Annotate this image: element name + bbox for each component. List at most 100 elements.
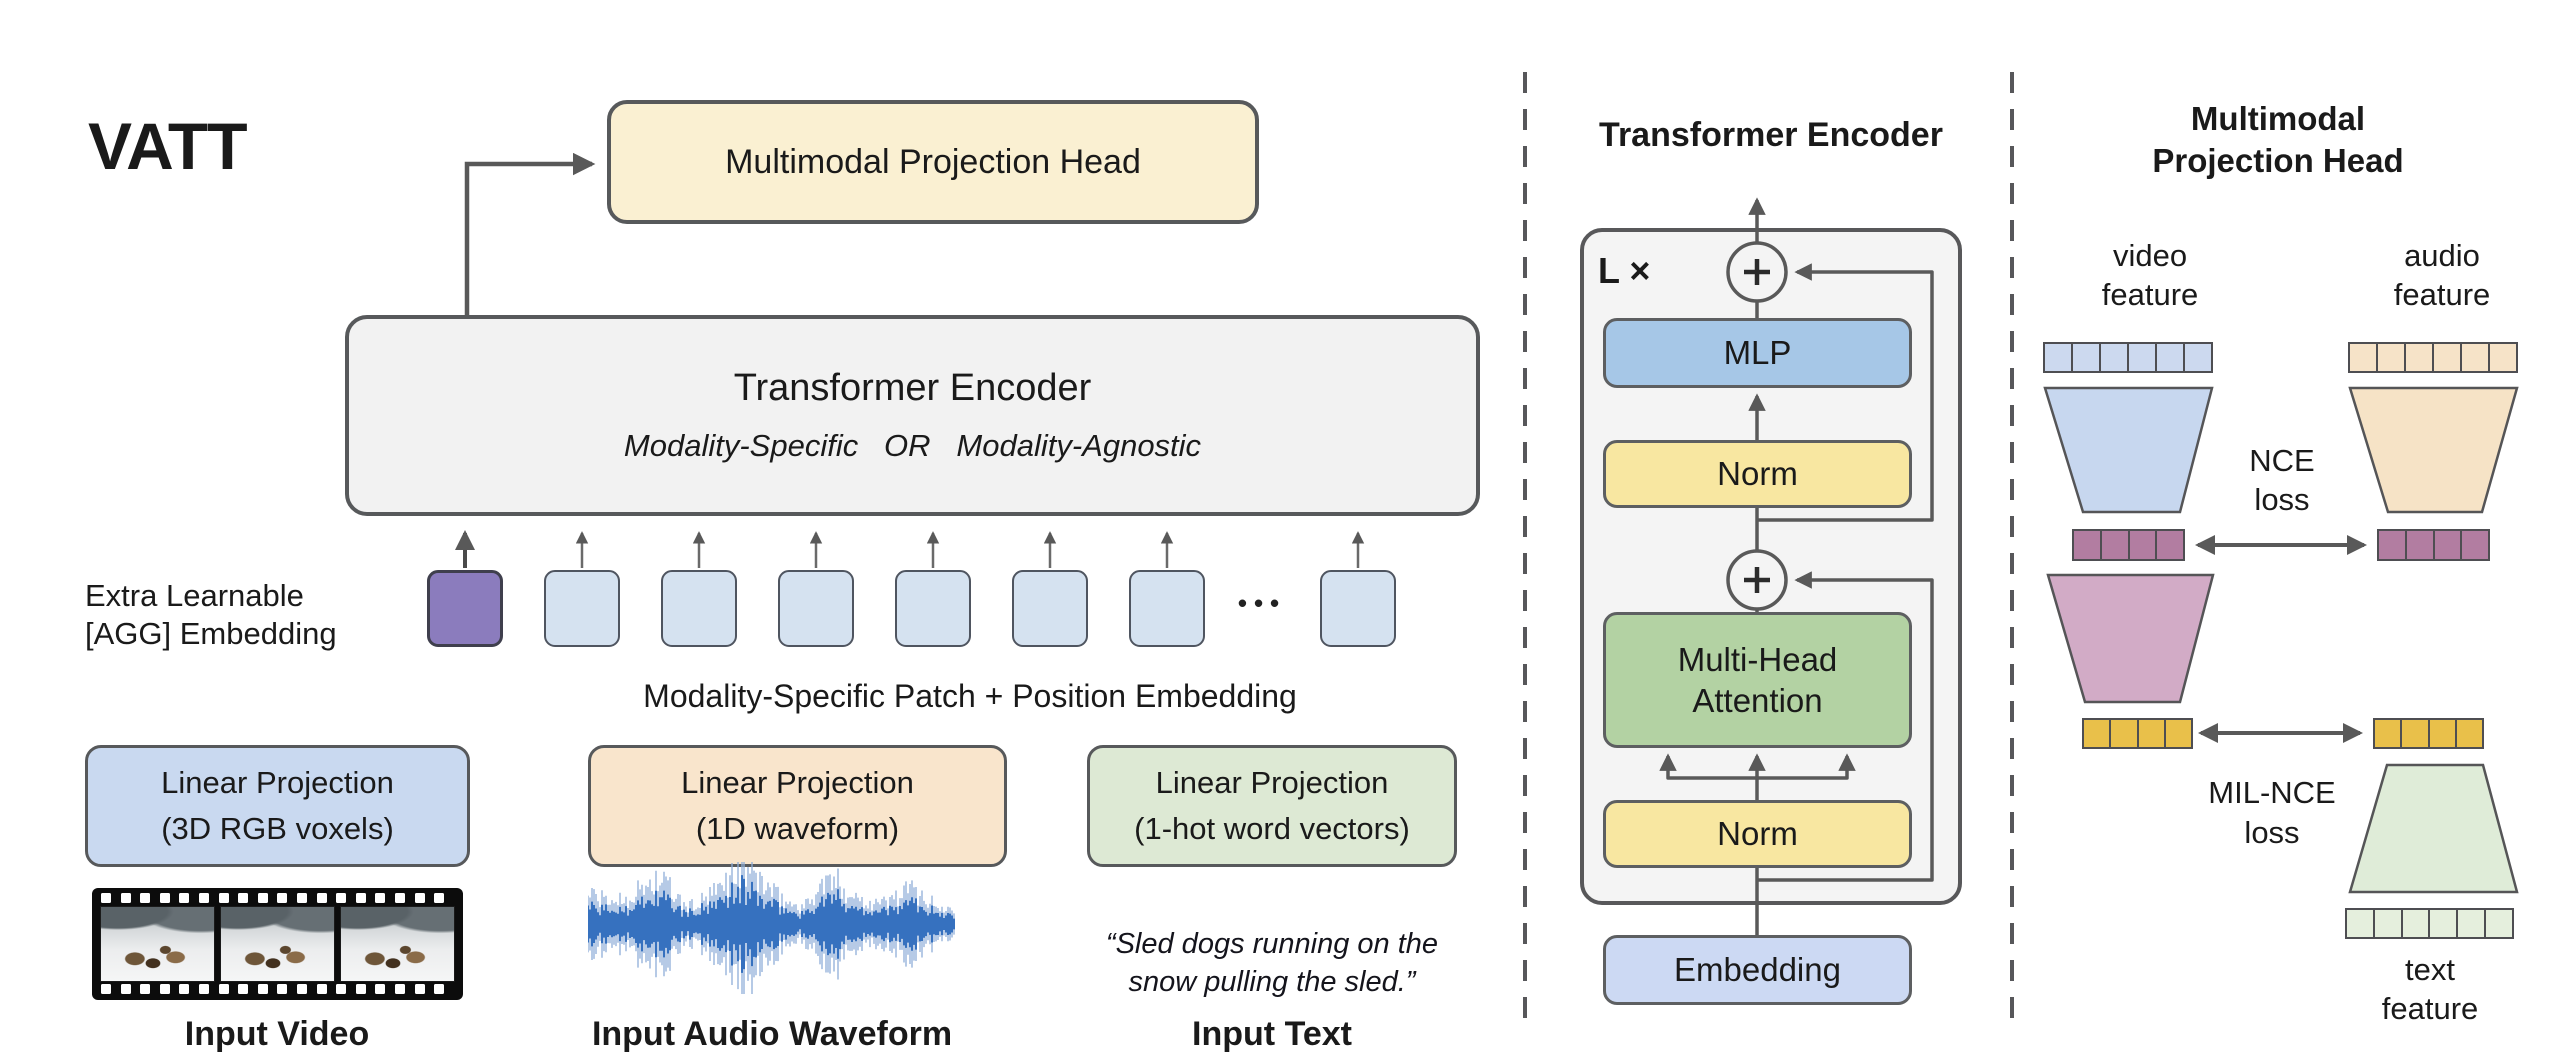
feature-cell bbox=[2462, 344, 2490, 371]
video-frame bbox=[100, 906, 215, 982]
feature-cell bbox=[2462, 531, 2488, 559]
middle-panel-title: Transformer Encoder bbox=[1599, 116, 1943, 154]
sprocket-hole bbox=[336, 984, 347, 994]
sprocket-hole bbox=[395, 893, 405, 903]
feature-cell bbox=[2379, 531, 2407, 559]
transformer-encoder-box: Transformer Encoder Modality-Specific OR… bbox=[345, 315, 1480, 516]
input-text-label: Input Text bbox=[1192, 1015, 1352, 1053]
feature-cell bbox=[2074, 531, 2102, 559]
feature-cell bbox=[2073, 344, 2101, 371]
sprocket-hole bbox=[316, 893, 327, 903]
patch-token bbox=[1129, 570, 1205, 647]
nce-loss-label-line1: NCE bbox=[2249, 443, 2315, 478]
feature-cell bbox=[2084, 720, 2112, 747]
sprocket-hole bbox=[179, 893, 190, 903]
lp-audio-line1: Linear Projection bbox=[681, 764, 914, 800]
lp-text-line2: (1-hot word vectors) bbox=[1134, 811, 1410, 846]
multimodal-projection-head-label: Multimodal Projection Head bbox=[725, 142, 1141, 181]
video-common-projection-trapezoid bbox=[2046, 573, 2215, 704]
patch-token bbox=[895, 570, 971, 647]
feature-cell bbox=[2111, 720, 2139, 747]
transformer-encoder-title: Transformer Encoder bbox=[733, 367, 1092, 409]
sprocket-hole bbox=[179, 984, 190, 994]
sprocket-hole bbox=[375, 984, 386, 994]
audio-common-strip bbox=[2377, 529, 2490, 561]
sprocket-hole bbox=[257, 984, 268, 994]
text-common-strip bbox=[2373, 718, 2484, 749]
feature-cell bbox=[2130, 531, 2158, 559]
video-frame bbox=[340, 906, 455, 982]
feature-cell bbox=[2435, 531, 2463, 559]
sprocket-hole bbox=[218, 984, 229, 994]
sprocket-hole bbox=[355, 893, 366, 903]
feature-cell bbox=[2406, 344, 2434, 371]
sprocket-hole bbox=[140, 893, 151, 903]
norm-lower-box: Norm bbox=[1603, 800, 1912, 868]
mlp-box: MLP bbox=[1603, 318, 1912, 388]
audio-projection-trapezoid bbox=[2348, 386, 2519, 514]
feature-cell bbox=[2157, 531, 2183, 559]
sprocket-hole bbox=[199, 893, 209, 903]
lp-video-line2: (3D RGB voxels) bbox=[161, 811, 394, 846]
video-feature-label-line2: feature bbox=[2101, 277, 2199, 312]
sprocket-hole bbox=[101, 893, 111, 903]
patch-token bbox=[544, 570, 620, 647]
mha-label-line2: Attention bbox=[1692, 682, 1823, 719]
embedding-label: Embedding bbox=[1674, 951, 1841, 988]
sprocket-hole bbox=[101, 984, 111, 994]
sprocket-hole bbox=[316, 984, 327, 994]
milnce-loss-label-line1: MIL-NCE bbox=[2208, 775, 2336, 810]
sprocket-hole bbox=[297, 984, 307, 994]
video-feature-strip bbox=[2043, 342, 2213, 373]
feature-cell bbox=[2407, 531, 2435, 559]
mha-label-line1: Multi-Head bbox=[1677, 640, 1838, 678]
linear-projection-audio-box: Linear Projection (1D waveform) bbox=[588, 745, 1007, 867]
sprocket-hole bbox=[277, 893, 288, 903]
linear-projection-video-box: Linear Projection (3D RGB voxels) bbox=[85, 745, 470, 867]
agg-embedding-label-line1: Extra Learnable bbox=[85, 578, 304, 613]
feature-cell bbox=[2045, 344, 2073, 371]
feature-cell bbox=[2129, 344, 2157, 371]
sprocket-hole bbox=[218, 893, 229, 903]
feature-cell bbox=[2350, 344, 2378, 371]
feature-cell bbox=[2458, 910, 2487, 937]
sprocket-hole bbox=[277, 984, 288, 994]
sprocket-hole bbox=[140, 984, 151, 994]
feature-cell bbox=[2185, 344, 2211, 371]
patch-token bbox=[1320, 570, 1396, 647]
video-projection-trapezoid bbox=[2043, 386, 2214, 514]
patch-position-embedding-label: Modality-Specific Patch + Position Embed… bbox=[643, 678, 1297, 714]
sprocket-hole bbox=[414, 984, 425, 994]
feature-cell bbox=[2375, 720, 2403, 747]
patch-token bbox=[778, 570, 854, 647]
feature-cell bbox=[2101, 344, 2129, 371]
text-feature-label-line1: text bbox=[2405, 952, 2455, 987]
sprocket-hole bbox=[238, 893, 249, 903]
input-text-quote-line2: snow pulling the sled.” bbox=[1128, 966, 1416, 998]
feature-cell bbox=[2490, 344, 2516, 371]
sprocket-hole bbox=[434, 893, 445, 903]
input-text-quote-line1: “Sled dogs running on the bbox=[1105, 928, 1439, 960]
norm-upper-box: Norm bbox=[1603, 440, 1912, 508]
feature-cell bbox=[2430, 910, 2459, 937]
embedding-box: Embedding bbox=[1603, 935, 1912, 1005]
audio-feature-strip bbox=[2348, 342, 2518, 373]
agg-embedding-label-line2: [AGG] Embedding bbox=[85, 616, 337, 651]
sprocket-hole bbox=[159, 893, 170, 903]
feature-cell bbox=[2102, 531, 2130, 559]
transformer-encoder-subtitle: Modality-Specific OR Modality-Agnostic bbox=[623, 428, 1202, 463]
linear-projection-text-box: Linear Projection (1-hot word vectors) bbox=[1087, 745, 1457, 867]
video-common-strip bbox=[2072, 529, 2185, 561]
multimodal-projection-head-box: Multimodal Projection Head bbox=[607, 100, 1259, 224]
token-arrows bbox=[455, 530, 1365, 568]
feature-cell bbox=[2430, 720, 2457, 747]
sprocket-hole bbox=[238, 984, 249, 994]
feature-cell bbox=[2378, 344, 2406, 371]
right-panel-title-line1: Multimodal bbox=[2190, 100, 2366, 137]
feature-cell bbox=[2457, 720, 2482, 747]
encoder-to-head-arrow bbox=[464, 152, 596, 315]
feature-cell bbox=[2403, 910, 2431, 937]
patch-token bbox=[1012, 570, 1088, 647]
norm-upper-label: Norm bbox=[1717, 455, 1798, 492]
